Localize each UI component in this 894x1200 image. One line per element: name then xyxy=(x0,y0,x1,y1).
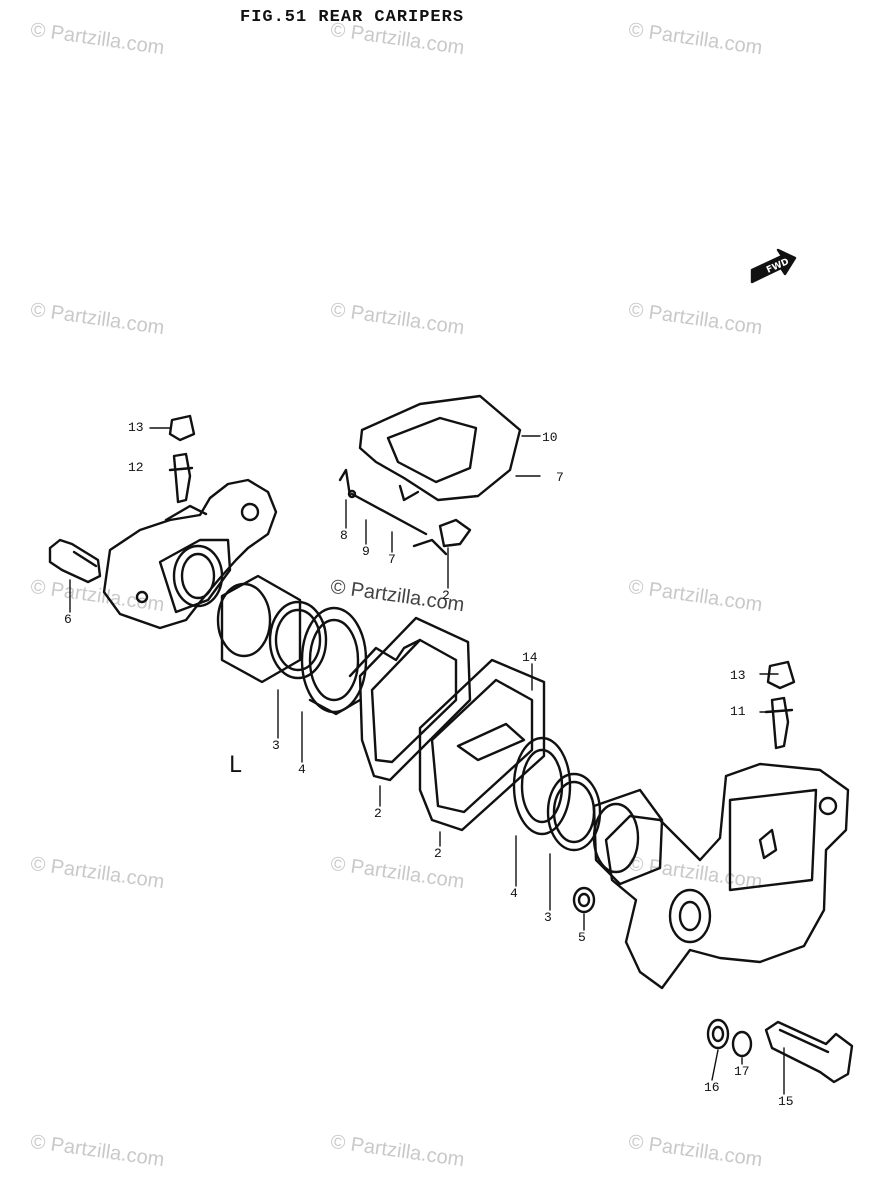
right-flat-washer xyxy=(706,1018,730,1050)
callout-9: 9 xyxy=(362,544,370,559)
callout-13-right: 13 xyxy=(730,668,746,683)
callout-11: 11 xyxy=(730,704,746,719)
callout-16: 16 xyxy=(704,1080,720,1095)
callout-17: 17 xyxy=(734,1064,750,1079)
right-bleeder-cap xyxy=(766,660,796,690)
figure-title: FIG.51 REAR CARIPERS xyxy=(240,8,465,27)
fwd-arrow-icon: FWD xyxy=(750,248,797,284)
callout-7-bottom: 7 xyxy=(388,552,396,567)
leader-lines xyxy=(69,427,785,1095)
callout-10: 10 xyxy=(542,430,558,445)
pad-pin-clip xyxy=(338,468,352,498)
callout-14: 14 xyxy=(522,650,538,665)
callout-2-inner-pad: 2 xyxy=(434,846,442,861)
callout-15: 15 xyxy=(778,1094,794,1109)
callout-3-left: 3 xyxy=(272,738,280,753)
callout-4-right: 4 xyxy=(510,886,518,901)
left-caliper-body xyxy=(102,478,278,630)
left-piston xyxy=(216,574,302,684)
pad-spring-plate xyxy=(358,394,522,502)
brake-pad-outer xyxy=(348,616,472,782)
side-mark: L xyxy=(229,753,242,778)
right-piston xyxy=(592,788,664,886)
shim-clip xyxy=(412,518,472,556)
left-piston-seal xyxy=(268,600,328,680)
right-caliper-body xyxy=(604,762,850,990)
callout-4-left: 4 xyxy=(298,762,306,777)
callout-8: 8 xyxy=(340,528,348,543)
callout-12: 12 xyxy=(128,460,144,475)
callout-2-clip: 2 xyxy=(442,588,450,603)
right-bleeder-valve xyxy=(764,696,794,750)
callout-6: 6 xyxy=(64,612,72,627)
left-bleeder-cap xyxy=(168,414,196,442)
left-bleeder-valve xyxy=(168,452,194,504)
left-dust-seal xyxy=(300,606,368,716)
right-caliper-bolt xyxy=(764,1020,854,1084)
callout-5: 5 xyxy=(578,930,586,945)
right-washer xyxy=(572,886,596,914)
callout-2-outer-pad: 2 xyxy=(374,806,382,821)
right-lock-washer xyxy=(731,1030,753,1058)
pad-pin xyxy=(347,489,428,536)
callout-7-top: 7 xyxy=(556,470,564,485)
callout-13-left: 13 xyxy=(128,420,144,435)
left-caliper-bolt xyxy=(48,538,102,584)
callout-3-right: 3 xyxy=(544,910,552,925)
right-dust-seal xyxy=(512,736,572,836)
brake-pad-inner xyxy=(418,658,546,832)
